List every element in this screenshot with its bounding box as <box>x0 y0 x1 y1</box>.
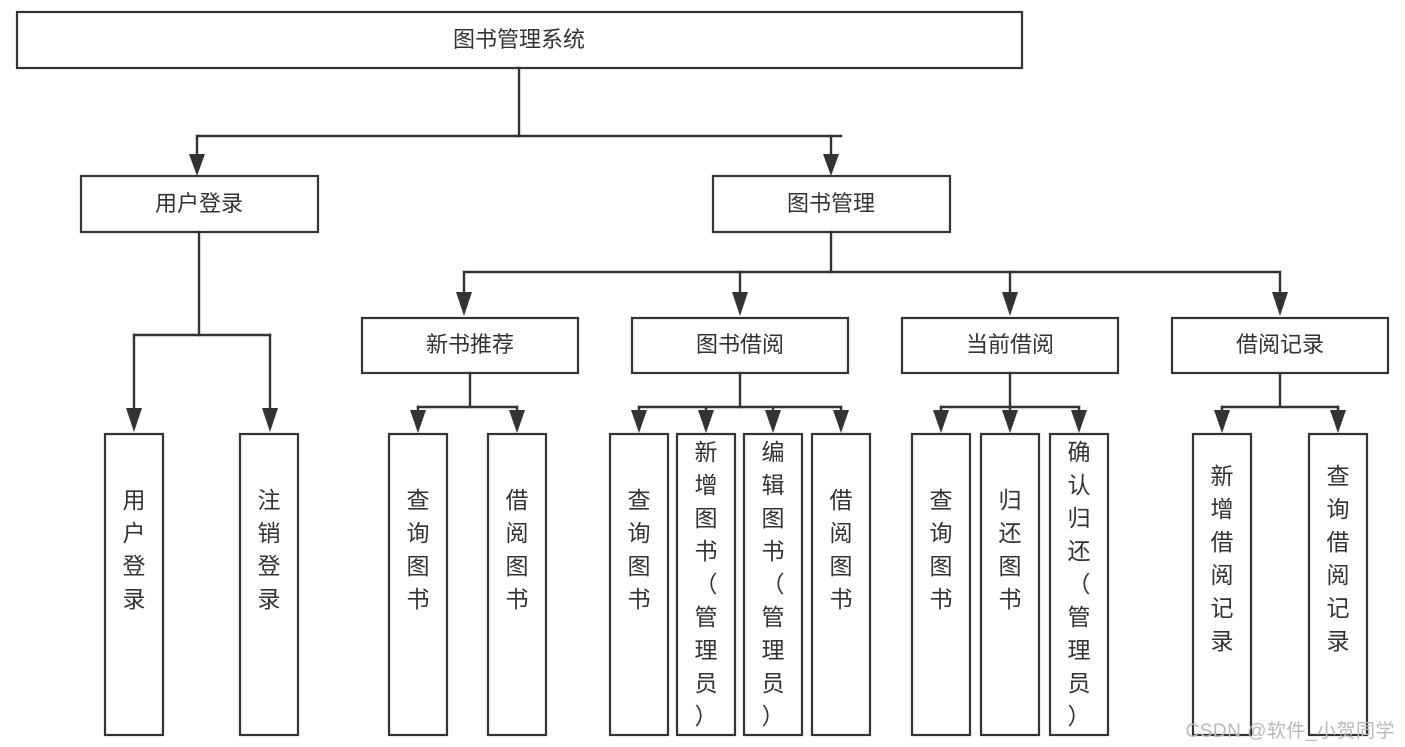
node-user-login-label: 用户登录 <box>155 191 243 216</box>
node-leaf-borrow-book-1[interactable]: 借阅图书 <box>486 432 548 737</box>
node-leaf-query-book-3[interactable]: 查询图书 <box>910 432 972 737</box>
arrow-head-book-borrow <box>732 292 748 316</box>
arrow-head-leaf-query-book-1 <box>410 410 426 433</box>
node-book-borrow-label: 图书借阅 <box>696 332 784 357</box>
node-leaf-add-record-box <box>1191 432 1253 737</box>
node-leaf-borrow-book-2-label: 借阅图书 <box>830 487 853 612</box>
node-leaf-add-record[interactable]: 新增借阅记录 <box>1191 432 1253 737</box>
connector-root-to-level1 <box>189 66 843 176</box>
node-leaf-add-book[interactable]: 新增图书（管理员） <box>675 432 737 737</box>
connector-user-login-to-leaves <box>126 230 278 432</box>
node-book-borrow-box <box>630 316 850 375</box>
node-leaf-borrow-book-1-label: 借阅图书 <box>506 487 529 612</box>
arrow-head-leaf-edit-book <box>765 410 781 433</box>
node-leaf-borrow-book-1-box <box>486 432 548 737</box>
arrow-head-leaf-add-book <box>698 410 714 433</box>
node-borrow-record-box <box>1170 316 1390 375</box>
node-leaf-query-book-1-box <box>387 432 449 737</box>
node-leaf-edit-book-box <box>742 432 804 737</box>
node-borrow-record[interactable]: 借阅记录 <box>1170 316 1390 375</box>
node-leaf-query-book-3-box <box>910 432 972 737</box>
node-leaf-query-record[interactable]: 查询借阅记录 <box>1307 432 1369 737</box>
node-leaf-borrow-book-2[interactable]: 借阅图书 <box>810 432 872 737</box>
node-leaf-return-book-label: 归还图书 <box>999 487 1022 612</box>
node-leaf-add-record-label: 新增借阅记录 <box>1211 463 1234 654</box>
arrow-head-book-manage <box>823 154 839 176</box>
node-new-book-recommend[interactable]: 新书推荐 <box>360 316 580 375</box>
node-leaf-query-book-1[interactable]: 查询图书 <box>387 432 449 737</box>
node-leaf-borrow-book-2-box <box>810 432 872 737</box>
node-user-login[interactable]: 用户登录 <box>79 174 320 234</box>
node-leaf-query-book-2[interactable]: 查询图书 <box>608 432 670 737</box>
node-leaf-add-book-label: 新增图书（管理员） <box>695 439 718 729</box>
node-borrow-record-label: 借阅记录 <box>1236 332 1324 357</box>
arrow-head-leaf-user-login <box>126 408 142 432</box>
node-leaf-return-book-box <box>979 432 1041 737</box>
connector-current-borrow-to-leaves <box>933 371 1087 433</box>
arrow-head-leaf-query-record <box>1330 410 1346 433</box>
node-leaf-query-record-label: 查询借阅记录 <box>1327 463 1350 654</box>
arrow-head-leaf-query-book-2 <box>631 410 647 433</box>
node-leaf-query-book-2-box <box>608 432 670 737</box>
arrow-head-leaf-add-record <box>1214 410 1230 433</box>
node-new-book-recommend-label: 新书推荐 <box>426 332 514 357</box>
node-leaf-return-book[interactable]: 归还图书 <box>979 432 1041 737</box>
connector-borrow-record-to-leaves <box>1214 371 1346 433</box>
node-leaf-add-book-box <box>675 432 737 737</box>
node-leaf-confirm-return-box <box>1048 432 1110 737</box>
node-leaf-logout-label: 注销登录 <box>258 487 281 612</box>
node-root-box <box>15 10 1024 70</box>
arrow-head-leaf-query-book-3 <box>933 410 949 433</box>
node-leaf-user-login[interactable]: 用户登录 <box>103 432 165 737</box>
arrow-head-leaf-logout <box>262 408 278 432</box>
node-current-borrow[interactable]: 当前借阅 <box>900 316 1120 375</box>
connector-new-book-recommend-to-leaves <box>410 371 525 433</box>
node-leaf-logout-box <box>238 432 300 737</box>
arrow-head-leaf-borrow-book-2 <box>833 410 849 433</box>
node-book-manage[interactable]: 图书管理 <box>711 174 952 234</box>
node-new-book-recommend-box <box>360 316 580 375</box>
node-leaf-confirm-return[interactable]: 确认归还（管理员） <box>1048 432 1110 737</box>
node-current-borrow-label: 当前借阅 <box>966 332 1054 357</box>
node-book-manage-label: 图书管理 <box>787 191 875 216</box>
node-leaf-confirm-return-label: 确认归还（管理员） <box>1068 439 1091 729</box>
connector-book-borrow-to-leaves <box>631 371 849 433</box>
csdn-watermark: CSDN @软件_小贺同学 <box>1185 721 1395 742</box>
node-leaf-logout[interactable]: 注销登录 <box>238 432 300 737</box>
node-leaf-query-book-2-label: 查询图书 <box>628 487 651 612</box>
node-leaf-query-book-1-label: 查询图书 <box>407 487 430 612</box>
arrow-head-user-login <box>189 154 205 176</box>
node-current-borrow-box <box>900 316 1120 375</box>
node-root-label: 图书管理系统 <box>453 27 585 52</box>
node-leaf-query-book-3-label: 查询图书 <box>930 487 953 612</box>
arrow-head-leaf-confirm-return <box>1071 410 1087 433</box>
node-leaf-edit-book[interactable]: 编辑图书（管理员） <box>742 432 804 737</box>
node-leaf-user-login-label: 用户登录 <box>123 487 146 612</box>
node-leaf-user-login-box <box>103 432 165 737</box>
arrow-head-new-book-recommend <box>456 292 472 316</box>
node-leaf-edit-book-label: 编辑图书（管理员） <box>762 439 785 729</box>
arrow-head-borrow-record <box>1272 292 1288 316</box>
node-leaf-query-record-box <box>1307 432 1369 737</box>
node-root[interactable]: 图书管理系统 <box>15 10 1024 70</box>
arrow-head-current-borrow <box>1002 292 1018 316</box>
node-book-borrow[interactable]: 图书借阅 <box>630 316 850 375</box>
arrow-head-leaf-return-book <box>1002 410 1018 433</box>
node-book-manage-box <box>711 174 952 234</box>
arrow-head-leaf-borrow-book-1 <box>509 410 525 433</box>
connector-book-manage-to-level2 <box>456 230 1288 316</box>
